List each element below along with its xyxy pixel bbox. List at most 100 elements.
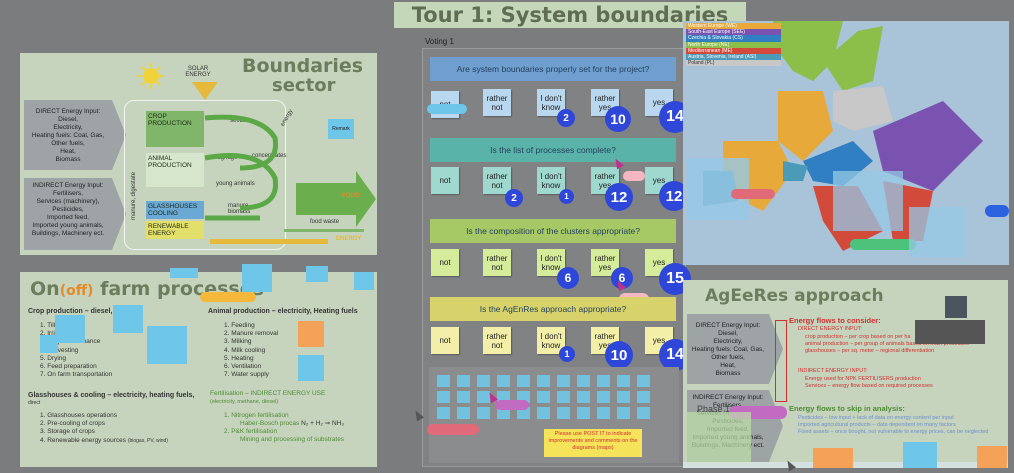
sticky-note[interactable] — [306, 266, 328, 282]
approach-slide[interactable]: AgEeRes approach DIRECT Energy Input: Di… — [683, 280, 1008, 468]
sticky-note[interactable] — [40, 335, 58, 353]
empty-postit[interactable] — [537, 407, 550, 419]
crop-production-box: CROP PRODUCTION — [146, 111, 204, 147]
empty-postit[interactable] — [477, 375, 490, 387]
highlight-sticky[interactable] — [200, 292, 256, 302]
sticky-note[interactable] — [298, 355, 324, 381]
option-rather-not[interactable]: rather not — [483, 89, 511, 116]
sticky-note[interactable] — [55, 315, 85, 343]
sticky-note[interactable] — [977, 446, 1007, 468]
voting-board[interactable]: Voting 1 Are system boundaries properly … — [422, 37, 691, 467]
legend-item: Western Europe (WE) — [686, 23, 781, 30]
dark-sticky[interactable] — [945, 296, 967, 318]
empty-postit[interactable] — [577, 407, 590, 419]
skip-list: Pesticides – low input + lack of data on… — [798, 415, 989, 435]
system-boundary — [124, 100, 286, 250]
boundaries-slide[interactable]: Boundaries sector SOLAR ENERGY DIRECT En… — [20, 53, 377, 255]
highlight-sticky[interactable] — [985, 205, 1009, 217]
glass-heading: Glasshouses & cooling – electricity, hea… — [28, 392, 195, 406]
empty-postit[interactable] — [477, 391, 490, 403]
empty-postit[interactable] — [637, 375, 650, 387]
option-dont-know[interactable]: I don't know — [537, 249, 565, 276]
vote-count: 6 — [611, 267, 633, 289]
empty-postit[interactable] — [497, 375, 510, 387]
sticky-note[interactable] — [242, 264, 272, 292]
title-on: On — [30, 278, 60, 300]
empty-postit[interactable] — [437, 391, 450, 403]
manure-label: manure, biomass — [228, 203, 251, 215]
option-not[interactable]: not — [431, 249, 459, 276]
empty-postit[interactable] — [597, 407, 610, 419]
voting-label: Voting 1 — [425, 37, 454, 46]
empty-postit[interactable] — [597, 375, 610, 387]
option-rather-not[interactable]: rather not — [483, 327, 511, 354]
option-not[interactable]: not — [431, 327, 459, 354]
sticky-note[interactable] — [687, 412, 751, 466]
empty-postit[interactable] — [537, 391, 550, 403]
empty-postit[interactable] — [557, 375, 570, 387]
sticky-note[interactable] — [170, 268, 198, 278]
empty-postit[interactable] — [617, 407, 630, 419]
empty-postit[interactable] — [437, 407, 450, 419]
option-dont-know[interactable]: I don't know — [537, 167, 565, 194]
option-rather-not[interactable]: rather not — [483, 249, 511, 276]
solar-label: SOLAR ENERGY — [185, 66, 211, 78]
sticky-note[interactable] — [833, 171, 903, 231]
title-off: (off) — [59, 283, 94, 299]
legend-item: North Europe (NE) — [686, 41, 781, 48]
remark-sticky[interactable]: Remark — [328, 119, 354, 139]
sticky-note[interactable] — [354, 272, 374, 290]
option-rather-yes[interactable]: rather yes — [591, 167, 619, 194]
empty-postit[interactable] — [617, 375, 630, 387]
phase-label: Phase 1 — [697, 404, 731, 414]
highlight-sticky[interactable] — [427, 104, 467, 114]
empty-postit[interactable] — [457, 391, 470, 403]
glasshouses-box: GLASSHOUSES COOLING — [146, 201, 204, 219]
instructions-note[interactable]: Please use POST IT to indicate improveme… — [544, 429, 642, 457]
question-4: Is the AgEnRes approach appropriate? — [430, 297, 676, 321]
dark-sticky[interactable] — [915, 320, 985, 344]
highlight-sticky[interactable] — [731, 189, 775, 199]
food-waste-label: food waste — [310, 219, 340, 225]
option-not[interactable]: not — [431, 167, 459, 194]
direct-heading: DIRECT ENERGY INPUT: — [798, 326, 862, 332]
empty-postit[interactable] — [597, 391, 610, 403]
question-3: Is the composition of the clusters appro… — [430, 219, 676, 243]
empty-postit[interactable] — [577, 391, 590, 403]
highlight-sticky[interactable] — [495, 400, 529, 410]
highlight-sticky[interactable] — [623, 171, 645, 181]
highlight-sticky[interactable] — [427, 424, 479, 435]
highlight-sticky[interactable] — [850, 239, 916, 250]
renewable-box: RENEWABLE ENERGY — [146, 221, 204, 239]
empty-postit[interactable] — [637, 391, 650, 403]
empty-postit[interactable] — [457, 407, 470, 419]
postit-area[interactable]: Please use POST IT to indicate improveme… — [427, 367, 679, 463]
europe-map[interactable]: Western Europe (WE) South-East Europe (S… — [683, 21, 1009, 265]
vote-count: 15 — [659, 263, 691, 295]
empty-postit[interactable] — [517, 407, 530, 419]
sticky-note[interactable] — [903, 442, 937, 468]
sticky-note[interactable] — [147, 326, 187, 364]
sticky-note[interactable] — [298, 321, 324, 347]
empty-postit[interactable] — [557, 407, 570, 419]
energy-arrow — [210, 239, 328, 244]
empty-postit[interactable] — [477, 407, 490, 419]
empty-postit[interactable] — [497, 407, 510, 419]
empty-postit[interactable] — [617, 391, 630, 403]
animal-production-box: ANIMAL PRODUCTION — [146, 153, 204, 187]
young-animals-label: young animals — [216, 181, 255, 187]
empty-postit[interactable] — [437, 375, 450, 387]
option-rather-not[interactable]: rather not — [483, 167, 511, 194]
sticky-note[interactable] — [909, 207, 965, 257]
onoff-slide[interactable]: On(off) farm processes Crop production –… — [20, 264, 377, 467]
empty-postit[interactable] — [577, 375, 590, 387]
sticky-note[interactable] — [813, 448, 853, 468]
empty-postit[interactable] — [637, 407, 650, 419]
empty-postit[interactable] — [517, 375, 530, 387]
empty-postit[interactable] — [557, 391, 570, 403]
sticky-note[interactable] — [113, 305, 143, 333]
empty-postit[interactable] — [457, 375, 470, 387]
waste-line — [284, 229, 364, 232]
empty-postit[interactable] — [537, 375, 550, 387]
